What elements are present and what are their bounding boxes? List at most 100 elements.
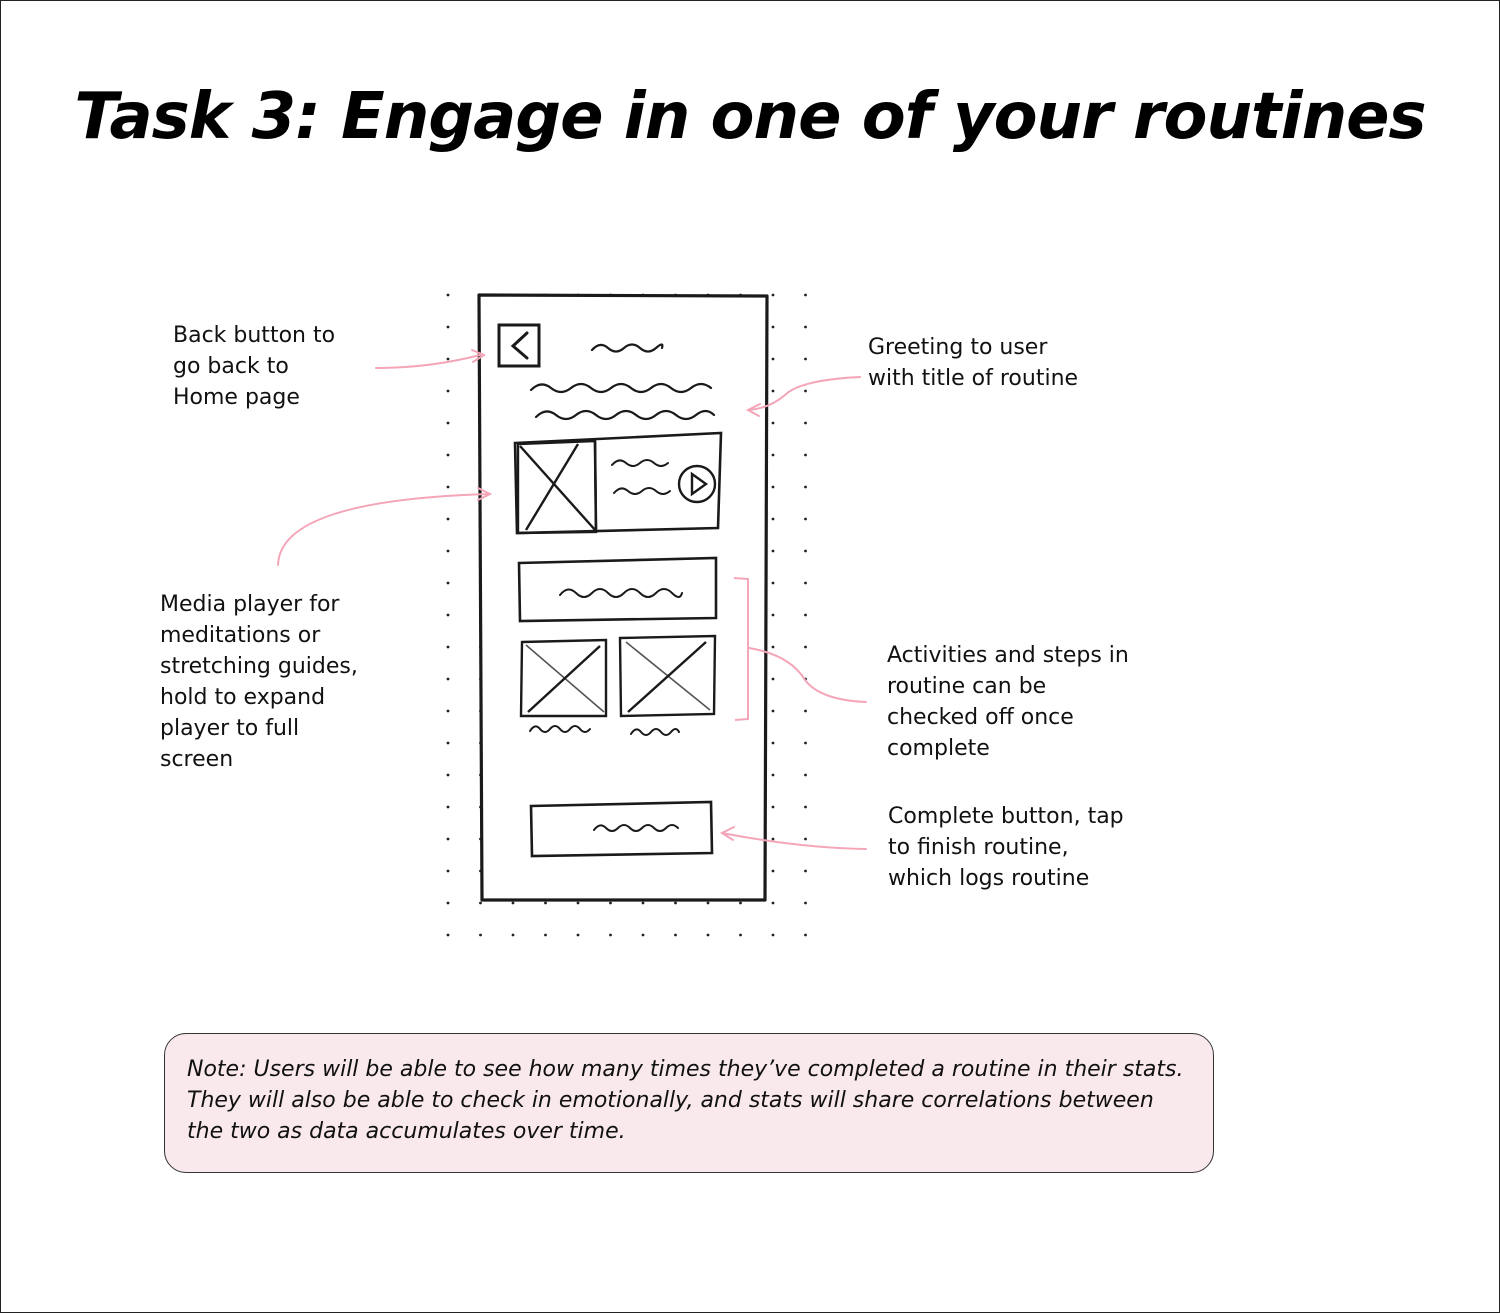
grid-dot	[804, 581, 807, 585]
grid-dot	[446, 645, 450, 649]
grid-dot	[804, 645, 807, 649]
annotation-back-button: Back button to go back to Home page	[173, 323, 336, 410]
annotation-arrows	[277, 349, 867, 850]
grid-dot	[479, 901, 482, 905]
grid-dot	[739, 933, 742, 937]
grid-dot	[804, 293, 807, 297]
activity-bar	[517, 556, 718, 623]
grid-dot	[771, 517, 775, 521]
arrow-activities	[748, 647, 867, 703]
grid-dot	[446, 709, 450, 713]
grid-dot	[804, 933, 807, 937]
grid-dot	[771, 709, 775, 713]
grid-dot	[771, 293, 775, 297]
grid-dot	[771, 485, 775, 489]
grid-dot	[771, 741, 775, 745]
play-icon	[677, 464, 717, 504]
grid-dot	[804, 709, 807, 713]
grid-dot	[446, 805, 450, 809]
grid-dot	[804, 869, 807, 873]
grid-dot	[706, 901, 710, 905]
grid-dot	[771, 837, 775, 841]
note-box: Note: Users will be able to see how many…	[164, 1033, 1214, 1173]
grid-dot	[706, 933, 710, 937]
grid-dot	[609, 901, 612, 905]
grid-dot	[771, 613, 775, 617]
grid-dot	[804, 549, 807, 553]
grid-dot	[771, 677, 775, 681]
grid-dot	[771, 389, 775, 393]
grid-dot	[804, 421, 807, 425]
grid-dot	[804, 741, 807, 745]
grid-dot	[446, 453, 450, 457]
greeting-squiggles	[529, 343, 716, 421]
grid-dot	[804, 517, 807, 521]
grid-dot	[739, 901, 742, 905]
grid-dot	[804, 805, 807, 809]
arrow-media	[277, 493, 491, 566]
grid-dot	[771, 869, 775, 873]
activity-thumbnails	[519, 634, 717, 718]
grid-dot	[446, 293, 450, 297]
phone-outline	[477, 293, 769, 902]
grid-dot	[804, 389, 807, 393]
arrow-back	[375, 354, 481, 369]
grid-dot	[804, 357, 807, 361]
grid-dot	[446, 357, 450, 361]
arrow-complete	[721, 832, 867, 850]
grid-dot	[771, 805, 775, 809]
complete-button-sketch	[529, 800, 714, 858]
grid-dot	[479, 933, 482, 937]
grid-dot	[446, 741, 450, 745]
grid-dot	[804, 773, 807, 777]
grid-dot	[771, 453, 775, 457]
grid-dot	[804, 613, 807, 617]
grid-dot	[446, 517, 450, 521]
grid-dot	[511, 901, 515, 905]
grid-dot	[576, 933, 580, 937]
grid-dot	[771, 773, 775, 777]
grid-dot	[771, 325, 775, 329]
grid-dot	[446, 677, 450, 681]
grid-dot	[446, 485, 450, 489]
grid-dot	[804, 485, 807, 489]
annotation-complete-button: Complete button, tap to finish routine, …	[888, 804, 1124, 891]
grid-dot	[804, 837, 807, 841]
grid-dot	[641, 933, 645, 937]
grid-dot	[771, 901, 775, 905]
grid-dot	[804, 325, 807, 329]
grid-dot	[771, 581, 775, 585]
grid-dot	[446, 325, 450, 329]
grid-dot	[576, 901, 580, 905]
grid-dot	[446, 421, 450, 425]
grid-dot	[804, 901, 807, 905]
grid-dot	[511, 933, 515, 937]
grid-dot	[446, 389, 450, 393]
grid-dot	[446, 549, 450, 553]
grid-dot	[609, 933, 612, 937]
activities-bracket	[733, 577, 749, 721]
grid-dot	[446, 837, 450, 841]
grid-dot	[544, 901, 547, 905]
grid-dot	[771, 549, 775, 553]
grid-dot	[674, 933, 677, 937]
page-title: Task 3: Engage in one of your routines	[74, 80, 1426, 154]
grid-dot	[771, 421, 775, 425]
annotation-activities: Activities and steps in routine can be c…	[887, 643, 1129, 761]
grid-dot	[446, 773, 450, 777]
grid-dot	[771, 645, 775, 649]
grid-dot	[544, 933, 547, 937]
annotation-media-player: Media player for meditations or stretchi…	[160, 592, 358, 772]
grid-dot	[446, 901, 450, 905]
back-chevron-icon	[497, 323, 541, 368]
grid-dot	[446, 869, 450, 873]
annotation-greeting: Greeting to user with title of routine	[868, 335, 1079, 391]
grid-dot	[771, 357, 775, 361]
grid-dot	[446, 581, 450, 585]
grid-dot	[446, 933, 450, 937]
grid-dot	[771, 933, 775, 937]
activity-captions	[529, 725, 680, 736]
grid-dot	[446, 613, 450, 617]
media-player-card	[513, 431, 723, 535]
